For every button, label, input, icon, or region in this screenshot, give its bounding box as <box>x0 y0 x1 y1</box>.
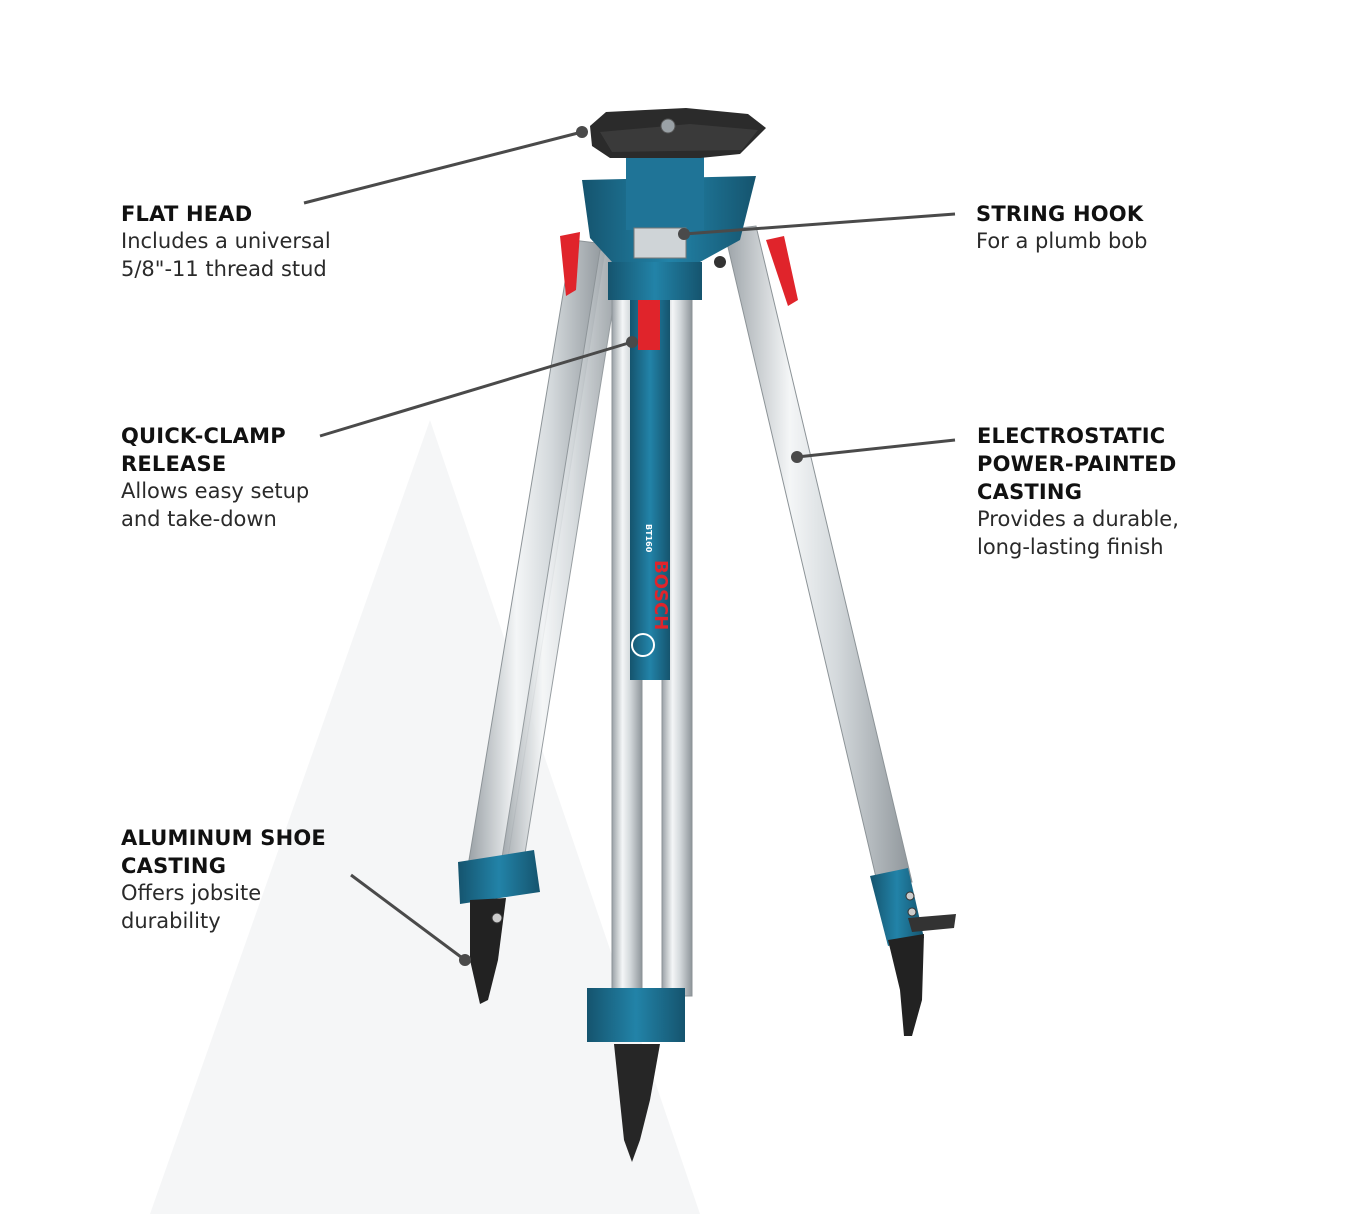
aluminum-shoe-leader-dot <box>459 954 471 966</box>
callout-title: CASTING <box>977 480 1083 504</box>
electrostatic-leader-dot <box>791 451 803 463</box>
callout-description: durability <box>121 908 221 933</box>
callout-title: ALUMINUM SHOE <box>121 826 326 850</box>
callout-title: CASTING <box>121 854 227 878</box>
callout-aluminum-shoe-casting: ALUMINUM SHOE CASTING Offers jobsite dur… <box>121 824 326 935</box>
right-leg <box>723 225 956 1036</box>
callout-string-hook: STRING HOOK For a plumb bob <box>976 200 1147 256</box>
callout-title: QUICK-CLAMP <box>121 424 286 448</box>
leader-lines <box>303 126 956 966</box>
head-collar <box>608 262 702 300</box>
string-hook-body <box>633 227 687 259</box>
thread-stud <box>660 118 676 134</box>
string-hook-leader-dot <box>678 228 690 240</box>
left-leg <box>458 232 623 1004</box>
callout-title: STRING HOOK <box>976 202 1144 226</box>
center-leg: BOSCH BT160 <box>587 274 693 1162</box>
quick-clamp-leader <box>319 340 633 438</box>
callout-electrostatic-casting: ELECTROSTATIC POWER-PAINTED CASTING Prov… <box>977 422 1179 561</box>
string-hook-leader <box>683 212 956 236</box>
callout-description: Provides a durable, <box>977 507 1179 531</box>
callout-title: RELEASE <box>121 452 227 476</box>
callout-description: Offers jobsite <box>121 881 262 905</box>
right-leg-spur <box>908 914 956 932</box>
flat-head-leader-dot <box>576 126 588 138</box>
callout-description: and take-down <box>121 506 277 531</box>
center-leg-strip <box>630 300 670 680</box>
tripod-head <box>582 108 766 300</box>
right-leg-clamp <box>870 868 924 946</box>
callout-title: POWER-PAINTED <box>977 452 1177 476</box>
callout-description: 5/8"-11 thread stud <box>121 256 327 281</box>
callout-description: For a plumb bob <box>976 229 1148 253</box>
callout-description: Includes a universal <box>121 229 331 253</box>
callout-flat-head: FLAT HEAD Includes a universal 5/8"-11 t… <box>121 200 331 283</box>
callout-title: ELECTROSTATIC <box>977 424 1166 448</box>
left-leg-shoe <box>470 898 506 1004</box>
callout-quick-clamp-release: QUICK-CLAMP RELEASE Allows easy setup an… <box>121 422 309 533</box>
center-leg-clamp <box>587 988 685 1042</box>
left-leg-lever <box>560 232 580 296</box>
flat-head-leader <box>303 130 583 205</box>
certification-badge <box>631 633 655 657</box>
callout-description: long-lasting finish <box>977 534 1164 559</box>
center-leg-spike <box>614 1044 660 1162</box>
left-leg-clamp <box>458 850 540 904</box>
model-label: BT160 <box>644 524 653 553</box>
right-leg-shoe <box>888 934 924 1036</box>
callout-description: Allows easy setup <box>121 479 310 503</box>
brand-label: BOSCH <box>650 560 671 630</box>
callout-title: FLAT HEAD <box>121 202 253 226</box>
quick-clamp-leader-dot <box>626 336 638 348</box>
right-leg-lever <box>766 236 798 306</box>
head-hub <box>626 150 704 230</box>
background-shape <box>150 420 700 1214</box>
aluminum-shoe-leader <box>350 873 466 962</box>
electrostatic-leader <box>796 438 956 459</box>
